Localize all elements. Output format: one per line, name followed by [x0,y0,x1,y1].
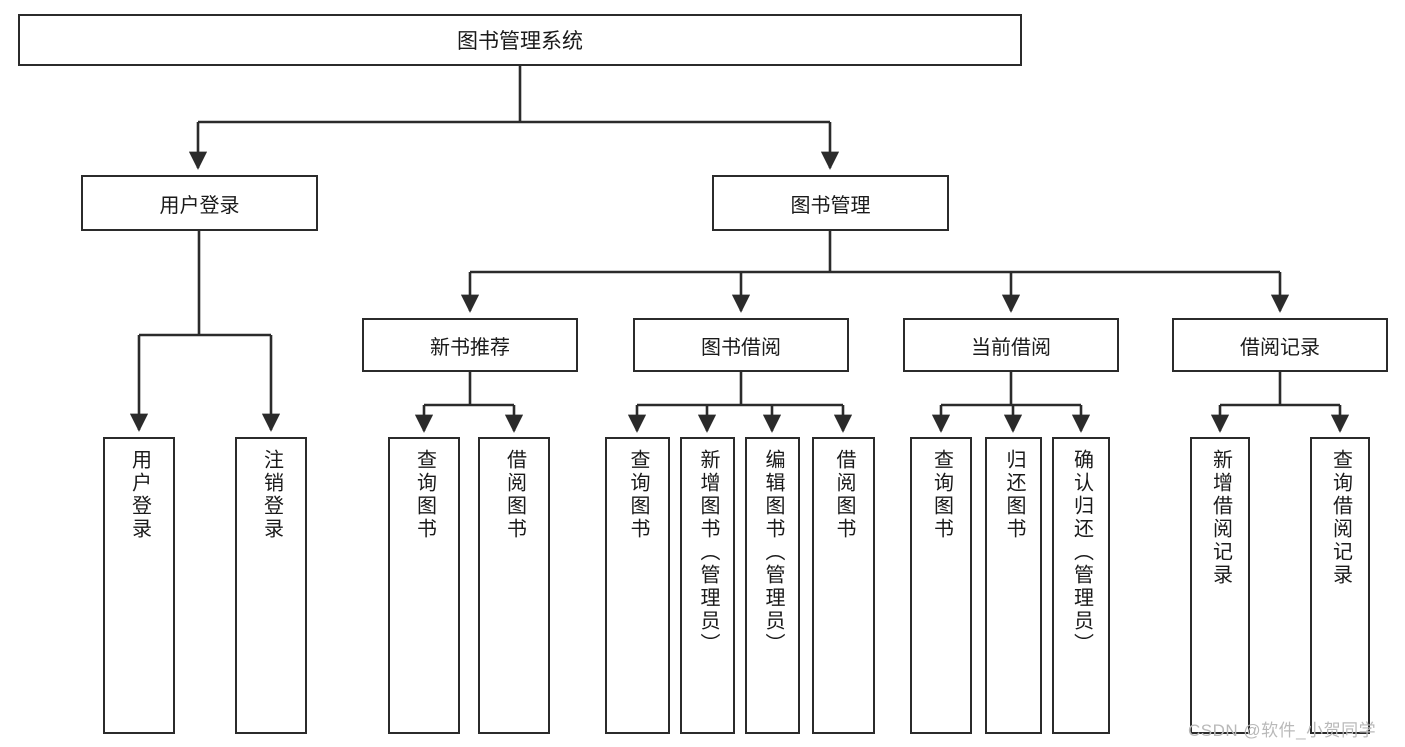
leaf-return-books[interactable]: 归还图书 [985,437,1042,734]
leaf-user-login-label: 用户登录 [128,449,151,541]
node-borrow-records-label: 借阅记录 [1240,336,1320,359]
node-book-borrow[interactable]: 图书借阅 [633,318,849,372]
leaf-borrow-books-recommend-label: 借阅图书 [503,449,526,541]
node-new-book-recommend-label: 新书推荐 [430,336,510,359]
leaf-user-login[interactable]: 用户登录 [103,437,175,734]
leaf-query-books-current[interactable]: 查询图书 [910,437,972,734]
leaf-add-borrow-record[interactable]: 新增借阅记录 [1190,437,1250,734]
node-book-borrow-label: 图书借阅 [701,336,781,359]
node-book-management-label: 图书管理 [790,194,871,217]
leaf-query-books-recommend[interactable]: 查询图书 [388,437,460,734]
node-current-borrow[interactable]: 当前借阅 [903,318,1119,372]
leaf-query-books-current-label: 查询图书 [930,449,953,541]
node-book-management[interactable]: 图书管理 [712,175,949,231]
node-root[interactable]: 图书管理系统 [18,14,1022,66]
leaf-add-book-admin-label: 新增图书（管理员） [697,449,719,656]
leaf-add-book-admin[interactable]: 新增图书（管理员） [680,437,735,734]
leaf-add-borrow-record-label: 新增借阅记录 [1209,449,1232,587]
leaf-borrow-books-label: 借阅图书 [833,449,855,541]
leaf-borrow-books-recommend[interactable]: 借阅图书 [478,437,550,734]
leaf-confirm-return-admin[interactable]: 确认归还（管理员） [1052,437,1110,734]
leaf-query-books-borrow-label: 查询图书 [627,449,649,541]
leaf-logout-label: 注销登录 [260,449,283,541]
node-root-label: 图书管理系统 [457,30,583,53]
leaf-borrow-books[interactable]: 借阅图书 [812,437,875,734]
node-user-login-label: 用户登录 [159,194,240,217]
leaf-logout[interactable]: 注销登录 [235,437,307,734]
leaf-edit-book-admin[interactable]: 编辑图书（管理员） [745,437,800,734]
leaf-query-books-recommend-label: 查询图书 [413,449,436,541]
leaf-query-books-borrow[interactable]: 查询图书 [605,437,670,734]
node-current-borrow-label: 当前借阅 [971,336,1051,359]
leaf-return-books-label: 归还图书 [1003,449,1025,541]
leaf-query-borrow-record-label: 查询借阅记录 [1329,449,1352,587]
node-user-login[interactable]: 用户登录 [81,175,318,231]
leaf-edit-book-admin-label: 编辑图书（管理员） [762,449,784,656]
leaf-confirm-return-admin-label: 确认归还（管理员） [1070,449,1093,656]
leaf-query-borrow-record[interactable]: 查询借阅记录 [1310,437,1370,734]
watermark: CSDN @软件_小贺同学 [1188,721,1377,740]
node-borrow-records[interactable]: 借阅记录 [1172,318,1388,372]
node-new-book-recommend[interactable]: 新书推荐 [362,318,578,372]
